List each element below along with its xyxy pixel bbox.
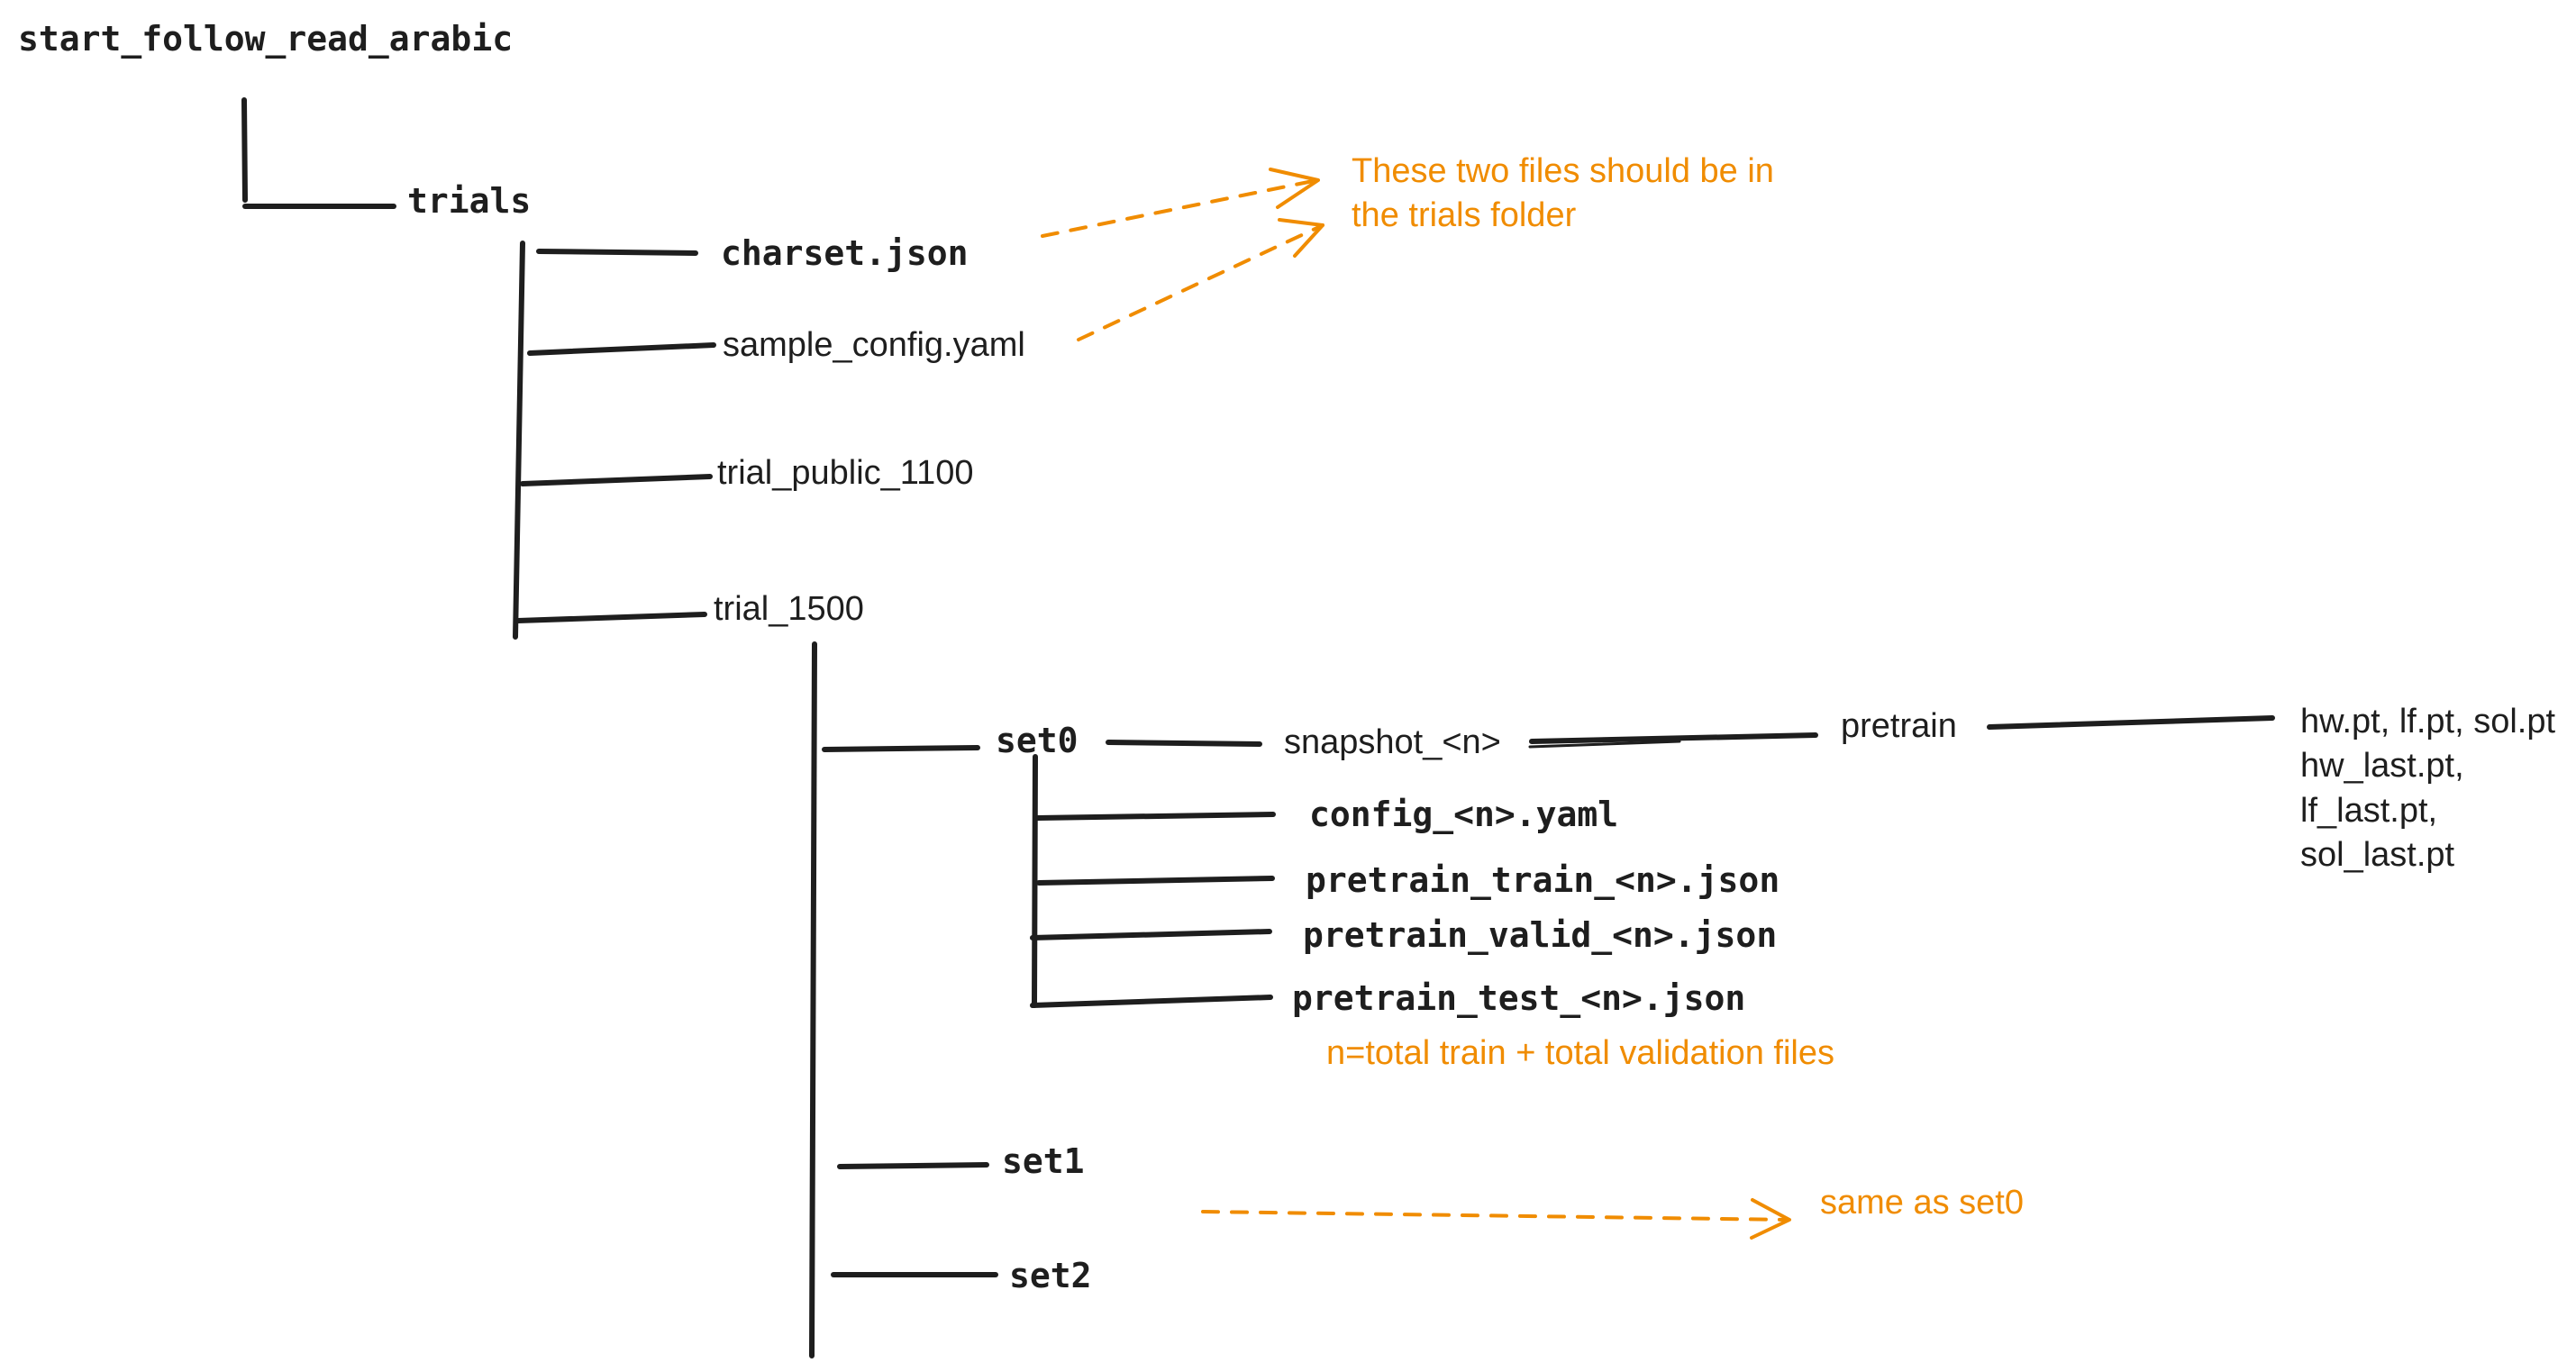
set1-folder-label: set1: [1002, 1141, 1085, 1181]
connector-snapshot-to-pretrain-overlay: [1528, 740, 1681, 749]
config-file-label: config_<n>.yaml: [1309, 795, 1619, 834]
connector-to-pretrain-valid: [1030, 929, 1272, 940]
trials-files-note-line-2: the trials folder: [1352, 196, 1577, 235]
connector-to-sample-config: [527, 342, 716, 356]
connector-to-trial-public: [520, 474, 713, 486]
weights-files-label: hw.pt, lf.pt, sol.pt hw_last.pt, lf_last…: [2300, 700, 2555, 878]
trial-public-folder-label: trial_public_1100: [717, 454, 974, 492]
weights-line-2: hw_last.pt,: [2300, 747, 2464, 786]
connector-trial-1500-vertical: [809, 641, 817, 1358]
connector-to-set0: [822, 745, 980, 752]
trials-files-note-line-1: These two files should be in: [1352, 152, 1774, 190]
connector-pretrain-to-weights: [1987, 715, 2275, 730]
pretrain-folder-label: pretrain: [1841, 707, 1957, 745]
connector-to-charset: [536, 249, 698, 256]
connector-set0-to-snapshot: [1106, 740, 1262, 747]
arrow-sample-config-to-note: [1077, 218, 1324, 341]
connector-to-trial-1500: [515, 612, 707, 623]
connector-root-vertical: [241, 97, 248, 203]
weights-line-1: hw.pt, lf.pt, sol.pt: [2300, 703, 2556, 741]
set0-folder-label: set0: [996, 721, 1079, 760]
weights-line-3: lf_last.pt,: [2300, 791, 2438, 830]
trial-1500-folder-label: trial_1500: [714, 590, 864, 628]
connector-to-pretrain-test: [1030, 995, 1273, 1008]
same-as-set0-note: same as set0: [1820, 1184, 2024, 1222]
root-folder-label: start_follow_read_arabic: [18, 19, 514, 59]
pretrain-test-file-label: pretrain_test_<n>.json: [1292, 978, 1746, 1018]
connector-trials-vertical: [513, 241, 525, 640]
trials-files-note: These two files should be in the trials …: [1352, 150, 1774, 239]
pretrain-train-file-label: pretrain_train_<n>.json: [1306, 860, 1780, 900]
arrow-charset-to-note: [1041, 168, 1320, 238]
charset-file-label: charset.json: [721, 233, 969, 273]
n-definition-note: n=total train + total validation files: [1326, 1034, 1835, 1072]
connector-set0-vertical: [1032, 754, 1038, 1008]
connector-to-set1: [837, 1162, 989, 1169]
sample-config-file-label: sample_config.yaml: [723, 326, 1025, 364]
connector-snapshot-to-pretrain: [1529, 732, 1818, 744]
connector-to-pretrain-train: [1036, 876, 1275, 886]
weights-line-4: sol_last.pt: [2300, 836, 2455, 875]
pretrain-valid-file-label: pretrain_valid_<n>.json: [1303, 915, 1778, 955]
connector-to-config: [1035, 812, 1276, 821]
arrow-set1-to-same-as: [1201, 1198, 1791, 1240]
snapshot-folder-label: snapshot_<n>: [1284, 723, 1501, 761]
trials-folder-label: trials: [407, 181, 532, 221]
set2-folder-label: set2: [1009, 1256, 1092, 1295]
